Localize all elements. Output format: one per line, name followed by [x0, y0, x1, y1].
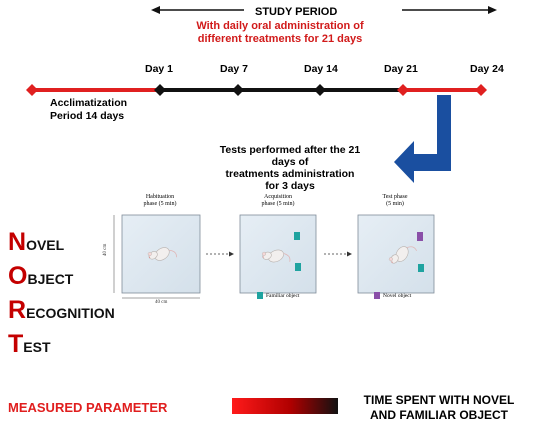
oral-line-2: different treatments for 21 days [197, 33, 363, 45]
nort-word-object: BJECT [27, 271, 74, 287]
nort-object: OBJECT [8, 262, 73, 291]
familiar-object-1 [294, 232, 300, 240]
day-label-14: Day 14 [304, 63, 338, 75]
nort-letter-n: N [8, 228, 27, 256]
day-label-1: Day 1 [145, 63, 174, 75]
day-label-7: Day 7 [220, 63, 249, 75]
familiar-object-test [418, 264, 424, 272]
study-period-arrows [151, 6, 497, 14]
measured-result: TIME SPENT WITH NOVEL AND FAMILIAR OBJEC… [344, 393, 534, 423]
nort-letter-t: T [8, 330, 24, 358]
tests-note: Tests performed after the 21 days of tre… [215, 144, 365, 192]
timeline-start-marker [26, 84, 38, 96]
measured-result-line-1: TIME SPENT WITH NOVEL [363, 393, 515, 407]
measured-arrow [232, 398, 338, 414]
phase-test-line-2: (5 min) [386, 201, 404, 207]
day-label-24: Day 24 [470, 63, 504, 75]
phase-acquisition-line-1: Acquisition [264, 194, 292, 200]
phase-habituation-line-1: Habituation [145, 194, 175, 200]
acclimatization-line-1: Acclimatization [50, 97, 128, 109]
oral-administration-note: With daily oral administration of differ… [180, 20, 380, 46]
tests-arrow [394, 95, 451, 183]
acclimatization-label: Acclimatization Period 14 days [50, 97, 127, 123]
nort-word-recognition: ECOGNITION [26, 305, 115, 321]
timeline [26, 84, 487, 96]
tests-line-1: Tests performed after the 21 days of [219, 144, 361, 168]
nort-word-test: EST [23, 339, 51, 355]
phase-habituation-label: Habituation phase (5 min) [120, 194, 200, 208]
nort-test: TEST [8, 330, 51, 359]
arena-width-label: 40 cm [155, 300, 168, 305]
marker-day-7 [232, 84, 244, 96]
measured-arrow-bar [232, 398, 338, 414]
familiar-object-2 [295, 263, 301, 271]
measured-result-line-2: AND FAMILIAR OBJECT [370, 408, 508, 422]
nort-letter-o: O [8, 262, 28, 290]
nort-word-novel: OVEL [26, 237, 65, 253]
marker-day-1 [154, 84, 166, 96]
familiar-legend-swatch [257, 292, 263, 299]
marker-day-14 [314, 84, 326, 96]
nort-letter-r: R [8, 296, 27, 324]
nort-novel: NOVEL [8, 228, 64, 257]
phase-habituation-line-2: phase (5 min) [143, 201, 177, 207]
phase-arrow-1-head [229, 251, 234, 257]
nort-protocol-diagram [113, 214, 435, 299]
oral-line-1: With daily oral administration of [196, 20, 364, 32]
novel-legend-label: Novel object [383, 293, 412, 299]
marker-day-24 [475, 84, 487, 96]
study-period-label: STUDY PERIOD [255, 6, 338, 18]
measured-parameter-label: MEASURED PARAMETER [8, 400, 168, 415]
nort-recognition: RECOGNITION [8, 296, 115, 325]
phase-test-label: Test phase (5 min) [355, 194, 435, 208]
phase-acquisition-label: Acquisition phase (5 min) [238, 194, 318, 208]
novel-legend-swatch [374, 292, 380, 299]
marker-day-21 [397, 84, 409, 96]
novel-object [417, 232, 423, 241]
tests-line-3: for 3 days [265, 180, 315, 192]
study-right-arrowhead [488, 6, 497, 14]
phase-test-line-1: Test phase [382, 194, 408, 200]
phase-arrow-2-head [347, 251, 352, 257]
acclimatization-line-2: Period 14 days [50, 110, 125, 122]
tests-line-2: treatments administration [225, 168, 355, 180]
familiar-legend-label: Familiar object [266, 293, 300, 299]
tests-arrow-shape [394, 95, 451, 183]
day-label-21: Day 21 [384, 63, 418, 75]
arena-height-label: 40 cm [103, 243, 108, 256]
phase-acquisition-line-2: phase (5 min) [261, 201, 295, 207]
study-left-arrowhead [151, 6, 160, 14]
